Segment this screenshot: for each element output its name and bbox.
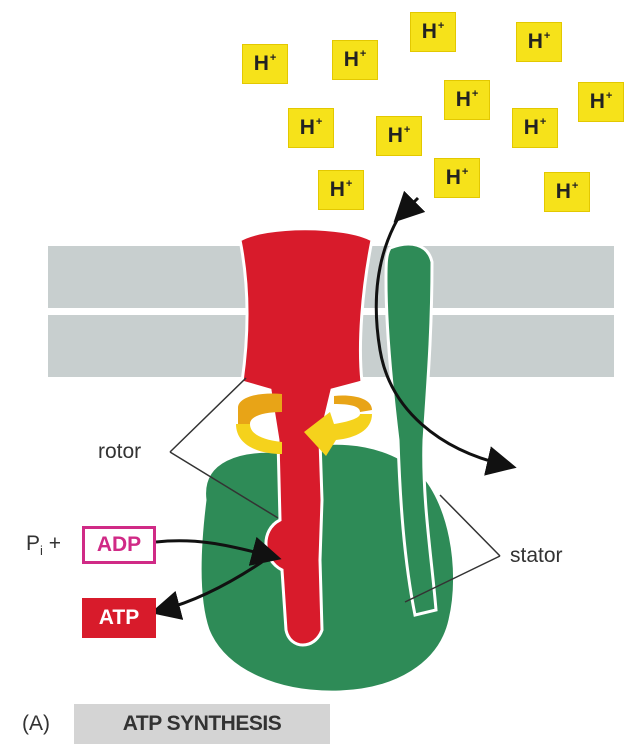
phosphate-subscript: i xyxy=(40,543,43,558)
proton: H+ xyxy=(512,108,558,148)
rotor-label: rotor xyxy=(98,440,141,464)
proton: H+ xyxy=(242,44,288,84)
proton: H+ xyxy=(544,172,590,212)
proton: H+ xyxy=(376,116,422,156)
adp-label: ADP xyxy=(82,526,156,564)
panel-letter: (A) xyxy=(22,712,50,736)
proton: H+ xyxy=(444,80,490,120)
plus-sign: + xyxy=(49,532,61,555)
proton: H+ xyxy=(318,170,364,210)
panel-title: ATP SYNTHESIS xyxy=(74,704,330,744)
phosphate-label: Pi + xyxy=(26,532,61,558)
proton: H+ xyxy=(516,22,562,62)
phosphate-symbol: P xyxy=(26,532,40,555)
proton: H+ xyxy=(410,12,456,52)
proton: H+ xyxy=(332,40,378,80)
proton: H+ xyxy=(578,82,624,122)
proton: H+ xyxy=(288,108,334,148)
atp-label: ATP xyxy=(82,598,156,638)
stator-label: stator xyxy=(510,544,563,568)
proton: H+ xyxy=(434,158,480,198)
